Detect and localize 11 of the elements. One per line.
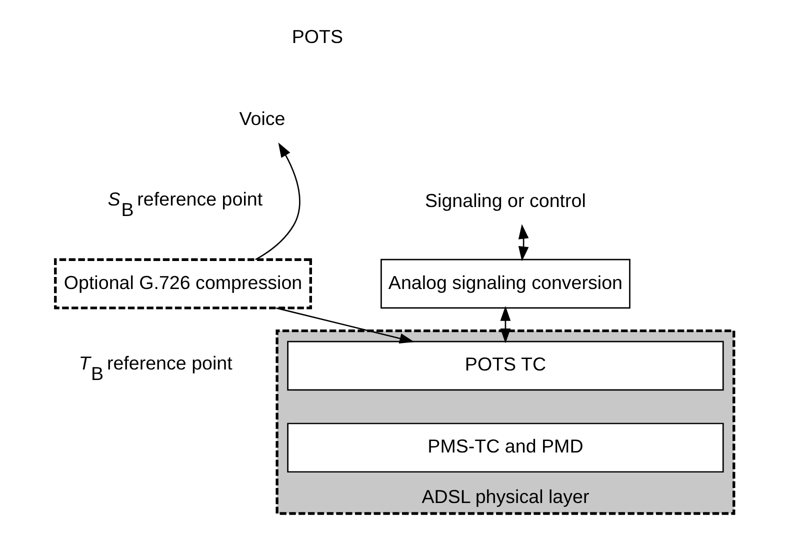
label: POTS — [292, 26, 344, 47]
node-text: Voice — [239, 108, 286, 129]
arrow — [255, 142, 300, 260]
node-box: Analog signaling conversion — [380, 258, 630, 309]
node-box: Optional G.726 compression — [54, 258, 312, 310]
arrow — [518, 224, 529, 262]
node-text: Signaling or control — [425, 190, 586, 211]
node-box: POTS TC — [287, 340, 724, 391]
arrow — [500, 306, 511, 344]
arrow — [276, 307, 414, 344]
node-box: PMS-TC and PMD — [287, 422, 724, 473]
